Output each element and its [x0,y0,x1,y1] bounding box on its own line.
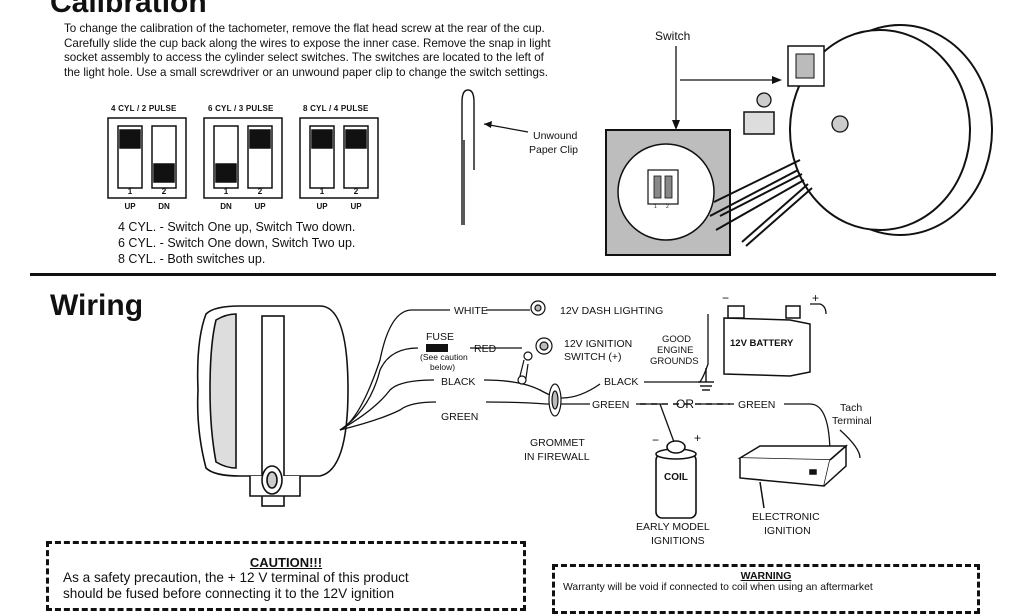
switch-group-4cyl [107,117,187,199]
wire-label-black: BLACK [604,376,638,388]
switch-state: UP [350,202,362,211]
coil-minus: − [652,433,659,447]
switch-inset: 1 2 [605,129,731,256]
switch-state: UP [316,202,328,211]
tachometer-side-view [196,305,349,507]
tach-back-illustration: Unwound Paper Clip Switch 1 2 [461,24,993,256]
grommet-icon [548,383,562,417]
warning-line: Warranty will be void if connected to co… [563,582,873,593]
caution-box: CAUTION!!! As a safety precaution, the +… [46,541,526,611]
switch-group-label: 6 CYL / 3 PULSE [208,104,274,113]
coil-label: COIL [664,472,688,483]
wire-label-green: GREEN [738,399,775,411]
battery-label: 12V BATTERY [730,338,794,349]
paragraph-line: Carefully slide the cup back along the w… [64,36,551,50]
setting-line: 4 CYL. - Switch One up, Switch Two down. [118,220,356,234]
grommet-label: IN FIREWALL [524,451,590,463]
switch-knob [249,129,271,149]
wire-label-red: RED [474,343,497,355]
caution-title: CAUTION!!! [249,555,323,570]
calibration-title: Calibration [50,0,207,19]
setting-line: 8 CYL. - Both switches up. [118,252,266,266]
electronic-ignition-label: ELECTRONIC [752,511,820,523]
switch-callout-label: Switch [655,29,690,43]
switch-num: 1 [224,187,229,196]
switch-state: DN [158,202,170,211]
switch-diagrams: 1 2 UP DN 1 2 DN UP 1 2 UP UP [107,117,379,211]
switch-num: 2 [354,187,359,196]
switch-num: 2 [162,187,167,196]
tach-terminal-label: Terminal [832,415,872,427]
grommet-label: GROMMET [530,437,585,449]
caution-text: As a safety precaution, the + 12 V termi… [49,570,523,602]
clip-label: Unwound [533,130,578,142]
arrow-head [672,120,680,130]
electronic-ignition-icon [737,444,848,509]
paragraph-line: To change the calibration of the tachome… [64,22,545,35]
switch-group-6cyl [203,117,283,199]
caution-line: As a safety precaution, the + 12 V termi… [63,570,409,585]
coil-icon [655,440,697,519]
switch-state: UP [124,202,136,211]
ground-label: GOOD [662,334,691,345]
electronic-ignition-label: IGNITION [764,525,811,537]
fuse-icon [426,344,448,352]
switch-knob [215,163,237,183]
paragraph-line: socket assembly to access the cylinder s… [64,51,544,65]
switch-num: 1 [128,187,133,196]
warning-box: WARNING Warranty will be void if connect… [552,564,980,614]
clip-label: Paper Clip [529,144,578,156]
wire-label-green: GREEN [441,411,478,423]
arrow-head [772,76,782,84]
inset-num: 1 [654,204,657,210]
fuse-note: (See caution [420,352,468,362]
battery-icon [723,305,811,377]
wiring-title: Wiring [50,289,144,322]
fuse-label: FUSE [426,331,454,343]
wire-label-white: WHITE [454,305,488,317]
switch-num: 2 [258,187,263,196]
switch-state: DN [220,202,232,211]
inset-num: 2 [666,204,669,210]
coil-plus: + [694,431,701,445]
wire-label-green: GREEN [592,399,629,411]
switch-num: 1 [320,187,325,196]
switch-group-label: 8 CYL / 4 PULSE [303,104,369,113]
warning-title: WARNING [740,570,792,582]
ground-icon [698,368,714,391]
switch-knob [311,129,333,149]
or-label: OR [676,397,694,411]
fuse-note: below) [430,362,455,372]
tach-terminal-label: Tach [840,402,862,414]
arrow-head [484,121,492,128]
wire-label-black: BLACK [441,376,475,388]
switch-knob [119,129,141,149]
early-model-label: IGNITIONS [651,535,705,547]
switch-settings: 4 CYL. - Switch One up, Switch Two down.… [118,219,355,267]
ground-label: GROUNDS [650,356,699,367]
ground-label: ENGINE [657,345,693,356]
ignition-switch-icon [517,337,553,385]
dash-lighting-label: 12V DASH LIGHTING [560,305,663,317]
tachometer-back [709,24,993,247]
ignition-label: SWITCH (+) [564,351,621,363]
battery-minus: − [722,291,729,305]
switch-group-label: 4 CYL / 2 PULSE [111,104,177,113]
paper-clip-icon [461,89,475,225]
paragraph-line: the light hole. Use a small screwdriver … [64,65,548,79]
switch-knob [345,129,367,149]
ignition-label: 12V IGNITION [564,338,632,350]
switch-state: UP [254,202,266,211]
section-divider [30,273,996,276]
early-model-label: EARLY MODEL [636,521,710,533]
wiring-diagram: WHITE 12V DASH LIGHTING FUSE RED 12V IGN… [196,291,872,547]
calibration-paragraph: To change the calibration of the tachome… [64,22,624,80]
caution-line: should be fused before connecting it to … [63,586,395,601]
switch-knob [153,163,175,183]
dash-light-icon [530,300,546,316]
switch-group-8cyl [299,117,379,199]
battery-plus: + [812,291,819,305]
setting-line: 6 CYL. - Switch One down, Switch Two up. [118,236,356,250]
